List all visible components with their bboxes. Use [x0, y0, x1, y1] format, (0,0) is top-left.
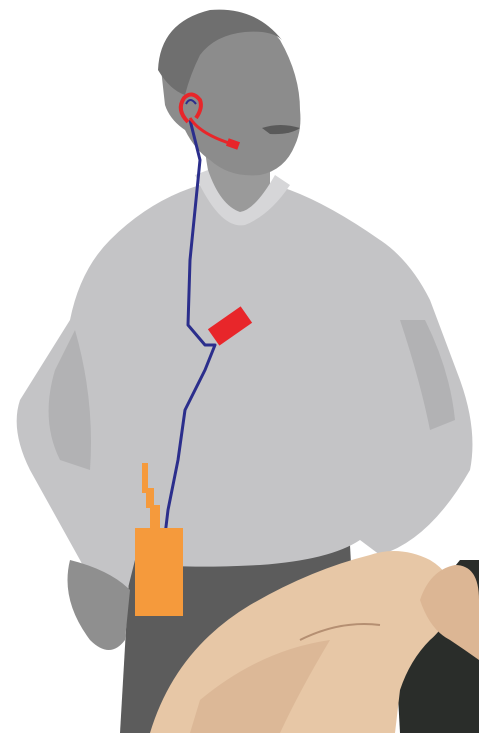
- headset-diagram: [0, 0, 479, 733]
